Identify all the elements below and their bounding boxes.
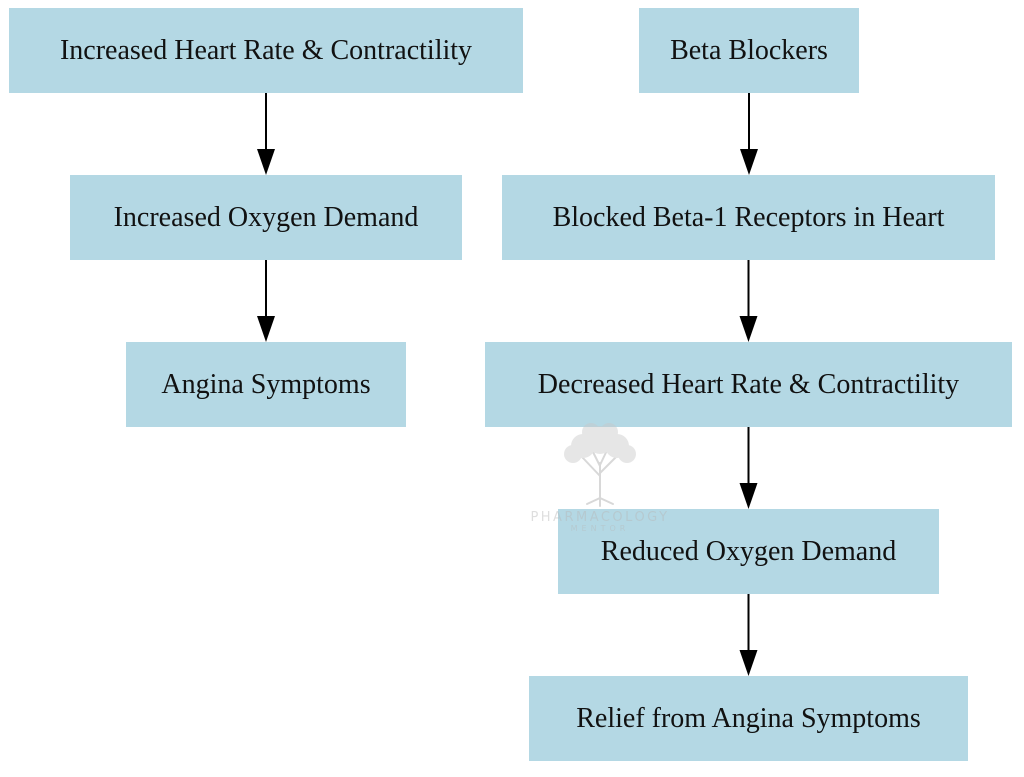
node-increased-heart-rate: Increased Heart Rate & Contractility bbox=[9, 8, 523, 93]
node-reduced-oxygen-demand: Reduced Oxygen Demand bbox=[558, 509, 939, 594]
edge-increased_hr-to-increased_o2 bbox=[257, 93, 275, 175]
edge-increased_o2-to-angina bbox=[257, 260, 275, 342]
node-beta-blockers: Beta Blockers bbox=[639, 8, 859, 93]
node-angina-symptoms: Angina Symptoms bbox=[126, 342, 406, 427]
node-decreased-heart-rate: Decreased Heart Rate & Contractility bbox=[485, 342, 1012, 427]
node-blocked-beta1-receptors: Blocked Beta-1 Receptors in Heart bbox=[502, 175, 995, 260]
node-increased-oxygen-demand: Increased Oxygen Demand bbox=[70, 175, 462, 260]
edge-reduced_o2-to-relief bbox=[739, 594, 758, 676]
node-relief-angina: Relief from Angina Symptoms bbox=[529, 676, 968, 761]
edge-blocked_b1-to-decreased_hr bbox=[739, 260, 758, 342]
edge-decreased_hr-to-reduced_o2 bbox=[739, 427, 758, 509]
edge-beta_blockers-to-blocked_b1 bbox=[740, 93, 758, 175]
